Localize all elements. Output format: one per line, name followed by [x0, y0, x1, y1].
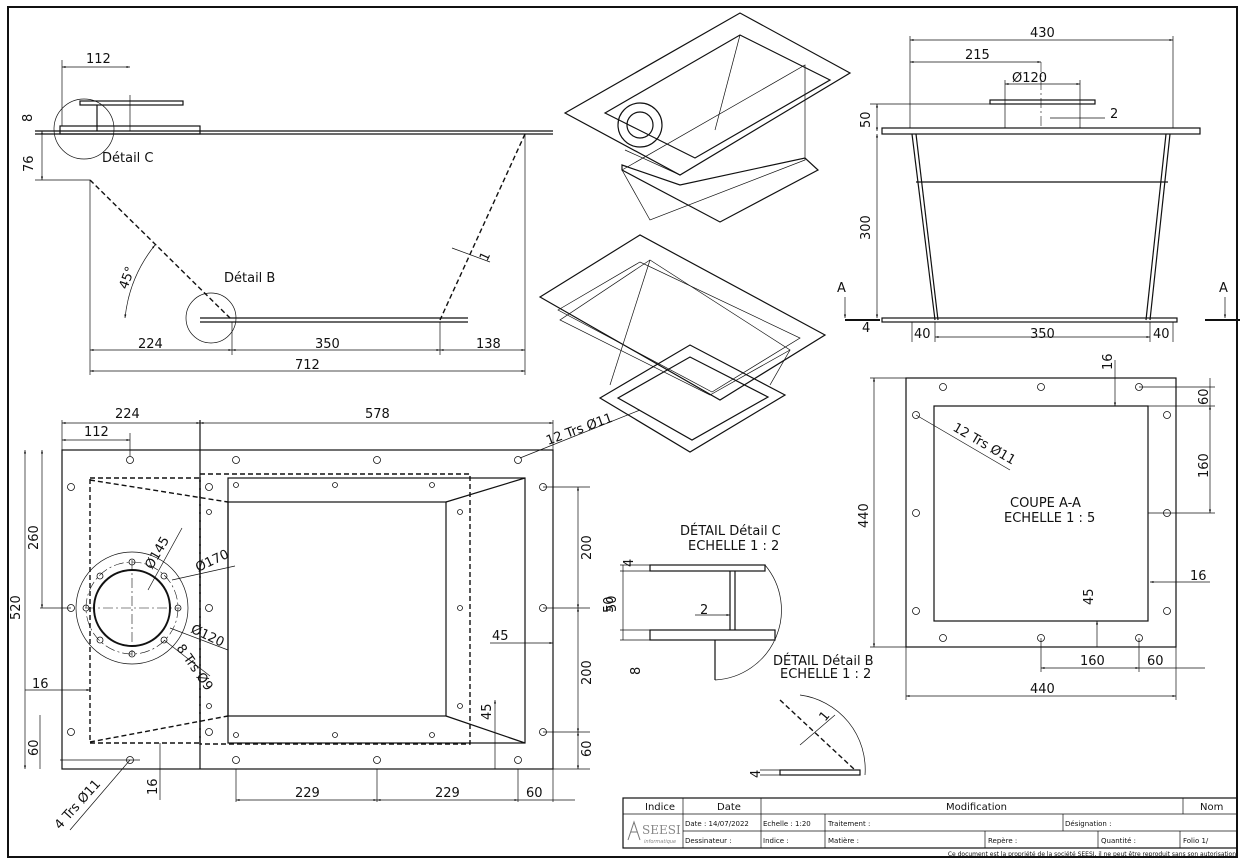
holes-8-dia9: 8 Trs Ø9: [173, 642, 216, 694]
dim-50: 50: [602, 596, 617, 613]
dim-224: 224: [138, 337, 163, 352]
dim-dia120: Ø120: [188, 622, 226, 650]
reference-field: Repère :: [988, 837, 1017, 845]
material-field: Matière :: [828, 837, 859, 845]
date-field: Date : 14/07/2022: [685, 820, 749, 828]
dim-4: 4: [862, 321, 870, 336]
dim-76: 76: [22, 155, 37, 172]
dim-40-left: 40: [914, 327, 931, 342]
dim-160-horizontal: 160: [1080, 654, 1105, 669]
dim-578: 578: [365, 407, 390, 422]
dim-229-left: 229: [295, 786, 320, 801]
dim-350: 350: [1030, 327, 1055, 342]
dim-50: 50: [605, 595, 620, 612]
dim-60-left: 60: [27, 739, 42, 756]
dim-215: 215: [965, 48, 990, 63]
dim-1: 1: [817, 709, 834, 725]
holes-12-dia11: 12 Trs Ø11: [950, 420, 1018, 468]
dim-4: 4: [749, 770, 764, 778]
dim-8: 8: [629, 667, 644, 675]
dim-520: 520: [9, 595, 24, 620]
dim-45deg: 45°: [117, 265, 139, 292]
ownership-notice: Ce document est la propriété de la socié…: [948, 851, 1236, 858]
dim-712: 712: [295, 358, 320, 373]
header-indice: Indice: [645, 802, 675, 813]
svg-text:informatique: informatique: [644, 839, 676, 845]
dim-112: 112: [86, 52, 111, 67]
section-title: COUPE A-A: [1010, 496, 1081, 511]
dim-16-left: 16: [32, 677, 49, 692]
dim-229-right: 229: [435, 786, 460, 801]
dim-60-bottom: 60: [526, 786, 543, 801]
section-view: COUPE A-A ECHELLE 1 : 5 16 60 12 Trs Ø11…: [857, 353, 1215, 700]
scale-field: Echelle : 1:20: [763, 820, 811, 828]
detail-c-view: DÉTAIL Détail C ECHELLE 1 : 2 4 50 2 8: [605, 523, 782, 681]
detail-b-marker: [185, 292, 237, 344]
holes-4-dia11: 4 Trs Ø11: [52, 777, 104, 833]
dim-200-bottom: 200: [580, 660, 595, 685]
label-detail-c: Détail C: [102, 151, 154, 166]
dim-40-right: 40: [1153, 327, 1170, 342]
dim-45: 45: [1082, 588, 1097, 605]
isometric-view-top: [563, 12, 852, 223]
dim-200-top: 200: [580, 535, 595, 560]
dim-260: 260: [27, 525, 42, 550]
quantity-field: Quantité :: [1101, 837, 1136, 845]
dim-16-bottom: 16: [146, 778, 161, 795]
section-marker-a-left: A: [837, 281, 846, 296]
index-field: Indice :: [763, 837, 789, 845]
dim-138: 138: [476, 337, 501, 352]
holes-12-dia11: 12 Trs Ø11: [544, 411, 615, 449]
header-nom: Nom: [1200, 802, 1223, 813]
dim-dia120: Ø120: [1012, 71, 1047, 86]
detail-c-scale: ECHELLE 1 : 2: [688, 539, 779, 554]
dim-1: 1: [477, 250, 494, 264]
section-marker-a-right: A: [1219, 281, 1228, 296]
header-modification: Modification: [946, 802, 1007, 813]
side-view: 112 8 76 Détail C 45° Détail B 1 224 350…: [21, 52, 553, 375]
dim-224: 224: [115, 407, 140, 422]
isometric-view-bottom: [538, 234, 827, 453]
seesi-logo: SEESI informatique: [627, 820, 681, 845]
dim-16-top: 16: [1101, 353, 1116, 370]
designation-field: Désignation :: [1065, 820, 1111, 828]
detail-c-marker: [53, 98, 115, 160]
folio-field: Folio 1/: [1183, 837, 1209, 845]
dim-8: 8: [21, 114, 36, 122]
dim-60-right: 60: [1197, 388, 1212, 405]
dim-160-vertical: 160: [1197, 453, 1212, 478]
detail-c-title: DÉTAIL Détail C: [680, 523, 781, 539]
dim-112: 112: [84, 425, 109, 440]
title-block: Indice Date Modification Nom SEESI infor…: [622, 797, 1238, 858]
label-detail-b: Détail B: [224, 271, 275, 286]
section-scale: ECHELLE 1 : 5: [1004, 511, 1095, 526]
dim-60-bottom: 60: [1147, 654, 1164, 669]
dim-440-horizontal: 440: [1030, 682, 1055, 697]
dim-2: 2: [700, 603, 708, 618]
header-date: Date: [717, 802, 741, 813]
dim-45-vertical: 45: [480, 703, 495, 720]
dim-300: 300: [859, 215, 874, 240]
dim-16-right: 16: [1190, 569, 1207, 584]
dim-50: 50: [859, 111, 874, 128]
svg-text:SEESI: SEESI: [642, 823, 681, 837]
dim-4: 4: [622, 559, 637, 567]
drafter-field: Dessinateur :: [685, 837, 732, 845]
dim-45-horizontal: 45: [492, 629, 509, 644]
dim-350: 350: [315, 337, 340, 352]
sheet-border: [7, 6, 1238, 858]
treatment-field: Traitement :: [827, 820, 870, 828]
dim-440-vertical: 440: [857, 503, 872, 528]
detail-b-title: DÉTAIL Détail B: [773, 653, 874, 669]
detail-b-scale: ECHELLE 1 : 2: [780, 667, 871, 682]
dim-2: 2: [1110, 107, 1118, 122]
dim-430: 430: [1030, 26, 1055, 41]
plan-view: 224 578 112 12 Trs Ø11 260 520 Ø145 Ø170…: [9, 407, 641, 833]
front-view: 430 215 Ø120 2 50 300 4 40 350 40 A A: [837, 26, 1240, 342]
detail-b-view: DÉTAIL Détail B ECHELLE 1 : 2 1 4: [749, 653, 874, 778]
dim-60-right: 60: [580, 740, 595, 757]
